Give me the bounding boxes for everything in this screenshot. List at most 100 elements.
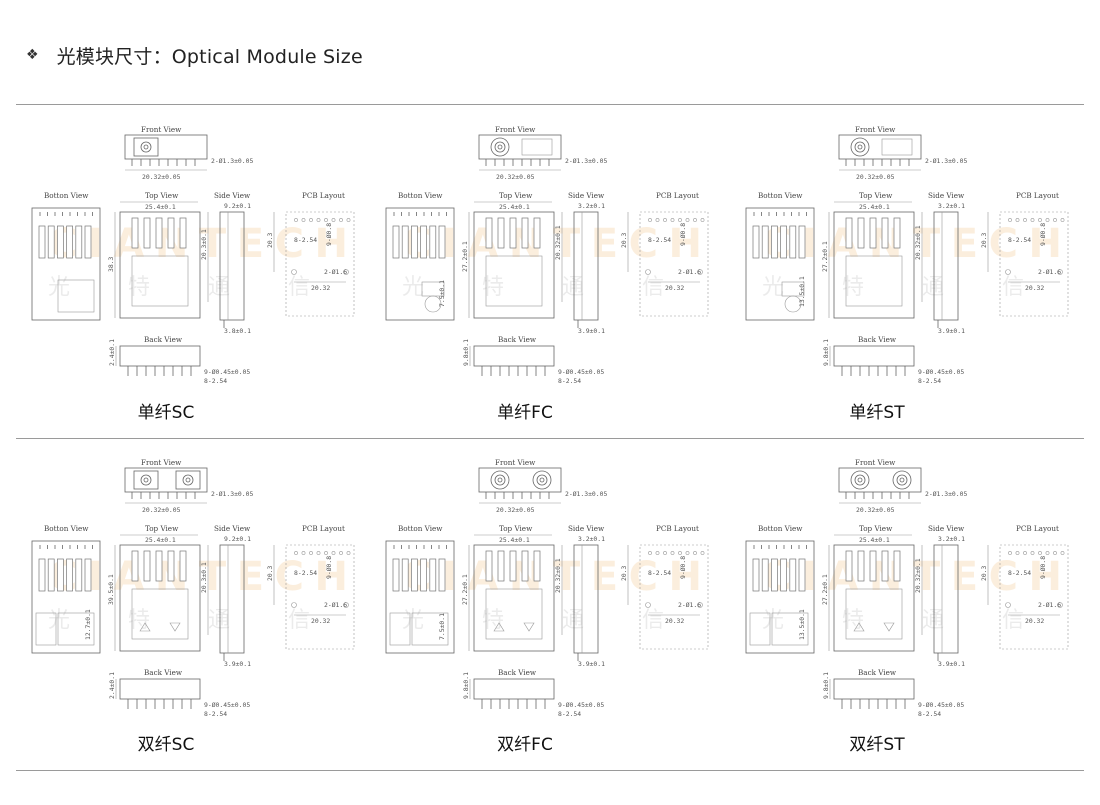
pcb-layout [627, 211, 709, 317]
bottom-vent-slot [57, 558, 64, 592]
pcb-pin-hole [1023, 551, 1027, 555]
watermark-logo: CIANTECH [402, 221, 702, 267]
side-view-label: Side View [928, 191, 965, 200]
side-top-dim: 3.2±0.1 [938, 202, 965, 210]
divider-top [16, 104, 1084, 105]
pcb-pin-hole [331, 218, 336, 222]
side-view-outline [573, 544, 599, 654]
side-view-outline [933, 211, 959, 321]
bottom-vent-slot [66, 225, 73, 259]
watermark-logo: CIANTECH [762, 554, 1062, 600]
connector-core [497, 477, 503, 483]
pcb-height-dim: 20.3 [266, 232, 274, 248]
front-view-label: Front View [495, 458, 536, 467]
top-module-body [845, 255, 903, 307]
bottom-vent-slot [47, 558, 55, 592]
sc-port [133, 470, 159, 490]
top-vent-slot [167, 550, 175, 582]
pcb-pin-hole [1045, 551, 1050, 555]
back-pin-dim: 9-Ø0.45±0.05 [558, 701, 604, 709]
front-hole-dim: 2-Ø1.3±0.05 [565, 490, 607, 498]
side-height-dim: 20.32±0.1 [914, 558, 922, 593]
caption-single-st: 单纤ST [849, 403, 905, 423]
front-view [478, 134, 562, 171]
watermark-char: 信 [642, 608, 664, 633]
caption-dual-fc: 双纤FC [497, 735, 553, 755]
bottom-connector-nut [784, 295, 802, 313]
top-module-body [131, 588, 189, 640]
top-module-body [131, 255, 189, 307]
rx-arrow-icon [883, 622, 895, 632]
back-view [469, 678, 555, 709]
pcb-pin-hole [670, 551, 675, 555]
bottom-vent-slot [66, 558, 73, 592]
module-drawing-svg: CIANTECH光特通信Front View20.32±0.052-Ø1.3±0… [745, 458, 1069, 718]
front-hole-dim: 2-Ø1.3±0.05 [211, 490, 253, 498]
pcb-outline [285, 544, 355, 650]
pcb-mount-hole [343, 269, 349, 275]
bottom-vent-slot [789, 558, 797, 592]
bottom-view-label: Botton View [398, 191, 443, 200]
back-height-dim: 2.4±0.1 [108, 339, 116, 366]
top-view-outline [833, 544, 915, 652]
top-view-label: Top View [499, 191, 533, 200]
pcb-pin-hole [324, 218, 328, 222]
bottom-vent-slot [438, 225, 446, 259]
side-height-dim: 20.3±0.1 [200, 229, 208, 260]
bottom-port-area [389, 612, 411, 646]
bottom-view-outline [31, 540, 101, 654]
pcb-layout-label: PCB Layout [1016, 191, 1059, 200]
pcb-layout-label: PCB Layout [656, 191, 699, 200]
pcb-pin-hole [1008, 218, 1012, 222]
connector-ring-inner [854, 141, 866, 153]
pcb-pin-hole [1045, 218, 1050, 222]
side-view-label: Side View [568, 191, 605, 200]
front-view [838, 467, 922, 504]
back-view-outline [473, 345, 555, 367]
bottom-view [385, 207, 455, 321]
side-height-dim: 20.32±0.1 [554, 225, 562, 260]
bottom-vent-slot [429, 225, 437, 259]
bottom-vent-slot [771, 225, 778, 259]
side-bottom-dim: 3.9±0.1 [578, 327, 605, 335]
connector-ring-inner [494, 141, 506, 153]
front-view-label: Front View [141, 458, 182, 467]
pcb-mount-hole [645, 602, 651, 608]
watermark-char: 特 [128, 608, 150, 633]
drawing-dual-st: CIANTECH光特通信Front View20.32±0.052-Ø1.3±0… [742, 455, 1077, 723]
top-vent-slot [857, 217, 865, 249]
watermark-char: 通 [922, 608, 944, 633]
bottom-view-label: Botton View [44, 524, 89, 533]
pcb-height-dim: 20.3 [980, 565, 988, 581]
watermark-char: 信 [288, 608, 310, 633]
side-bottom-dim: 3.8±0.1 [224, 327, 251, 335]
top-view-outline [473, 544, 555, 652]
front-hole-dim: 2-Ø1.3±0.05 [925, 490, 967, 498]
drawing-dual-fc: CIANTECH光特通信Front View20.32±0.052-Ø1.3±0… [382, 455, 717, 723]
back-view [829, 345, 915, 376]
watermark-char: 通 [208, 608, 230, 633]
side-view-label: Side View [568, 524, 605, 533]
side-top-dim: 9.2±0.1 [224, 202, 251, 210]
back-view-label: Back View [144, 668, 183, 677]
pcb-pin-hole [346, 551, 351, 555]
pcb-pin-hole [685, 551, 690, 555]
side-bottom-dim: 3.9±0.1 [938, 660, 965, 668]
bottom-view-label: Botton View [758, 191, 803, 200]
top-view-label: Top View [859, 191, 893, 200]
front-width-dim: 20.32±0.05 [496, 506, 535, 514]
back-view-outline [119, 678, 201, 700]
connector-length-dim: 7.5±0.1 [438, 613, 446, 640]
pcb-mount-hole [1005, 602, 1011, 608]
pcb-pitch-dim: 8-2.54 [648, 569, 671, 577]
connector-ring [892, 470, 912, 490]
sc-ferrule-core [143, 477, 149, 483]
bottom-port-area [771, 612, 809, 646]
pcb-pin-hole [678, 218, 682, 222]
section-heading: ❖ 光模块尺寸：Optical Module Size [26, 40, 363, 70]
drawing-single-sc: CIANTECH光特通信Front View20.32±0.052-Ø1.3±0… [28, 122, 363, 390]
side-top-dim: 3.2±0.1 [938, 535, 965, 543]
pcb-pin-hole-dim: 9-Ø0.8 [1039, 556, 1047, 579]
top-view-outline [119, 211, 201, 319]
pcb-mount-hole [291, 269, 297, 275]
